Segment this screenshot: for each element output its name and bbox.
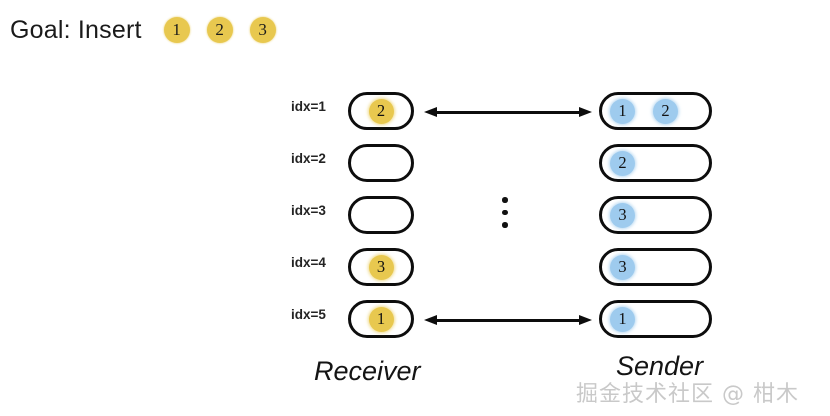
receiver-slot bbox=[348, 196, 414, 234]
receiver-slot bbox=[348, 144, 414, 182]
row-index-label: idx=5 bbox=[291, 307, 326, 322]
receiver-column-caption: Receiver bbox=[314, 356, 421, 386]
vertical-ellipsis-icon bbox=[502, 197, 508, 228]
arrow-head-left-icon bbox=[424, 107, 437, 117]
diagram-row: idx=1 2 1 2 bbox=[0, 91, 830, 131]
receiver-slot: 2 bbox=[348, 92, 414, 130]
goal-chip-group: 1 2 3 bbox=[163, 17, 276, 43]
watermark: 掘金技术社区 @ 柑木 bbox=[576, 382, 799, 407]
goal-header: Goal: Insert 1 2 3 bbox=[10, 14, 276, 46]
diagram-row: idx=3 3 bbox=[0, 195, 830, 235]
sender-column-caption: Sender bbox=[616, 351, 704, 381]
row-index-label: idx=1 bbox=[291, 99, 326, 114]
sender-item: 3 bbox=[610, 202, 635, 228]
sender-slot: 3 bbox=[599, 196, 712, 234]
goal-chip: 1 bbox=[163, 17, 190, 43]
row-index-label: idx=4 bbox=[291, 255, 326, 270]
sender-item: 3 bbox=[610, 254, 635, 280]
sender-item: 2 bbox=[610, 150, 635, 176]
arrow-head-left-icon bbox=[424, 315, 437, 325]
receiver-item: 2 bbox=[368, 98, 394, 124]
ellipsis-dot bbox=[502, 209, 508, 215]
goal-chip: 3 bbox=[249, 17, 276, 43]
sender-slot: 1 bbox=[599, 300, 712, 338]
sender-slot: 3 bbox=[599, 248, 712, 286]
diagram-row: idx=5 1 1 bbox=[0, 299, 830, 339]
arrow-shaft bbox=[435, 318, 581, 323]
page-title: Goal: Insert bbox=[10, 16, 142, 44]
sender-item: 1 bbox=[610, 98, 635, 124]
sender-item: 1 bbox=[610, 306, 635, 332]
arrow-head-right-icon bbox=[579, 315, 592, 325]
receiver-item: 1 bbox=[368, 306, 394, 332]
diagram-row: idx=2 2 bbox=[0, 143, 830, 183]
ellipsis-dot bbox=[502, 222, 508, 228]
receiver-slot: 3 bbox=[348, 248, 414, 286]
receiver-slot: 1 bbox=[348, 300, 414, 338]
receiver-item: 3 bbox=[368, 254, 394, 280]
exchange-arrow bbox=[424, 315, 592, 325]
sender-slot: 2 bbox=[599, 144, 712, 182]
row-index-label: idx=3 bbox=[291, 203, 326, 218]
exchange-arrow bbox=[424, 107, 592, 117]
goal-chip: 2 bbox=[206, 17, 233, 43]
arrow-head-right-icon bbox=[579, 107, 592, 117]
diagram-row: idx=4 3 3 bbox=[0, 247, 830, 287]
arrow-shaft bbox=[435, 110, 581, 115]
sender-item: 2 bbox=[653, 98, 678, 124]
ellipsis-dot bbox=[502, 197, 508, 203]
row-index-label: idx=2 bbox=[291, 151, 326, 166]
sender-slot: 1 2 bbox=[599, 92, 712, 130]
